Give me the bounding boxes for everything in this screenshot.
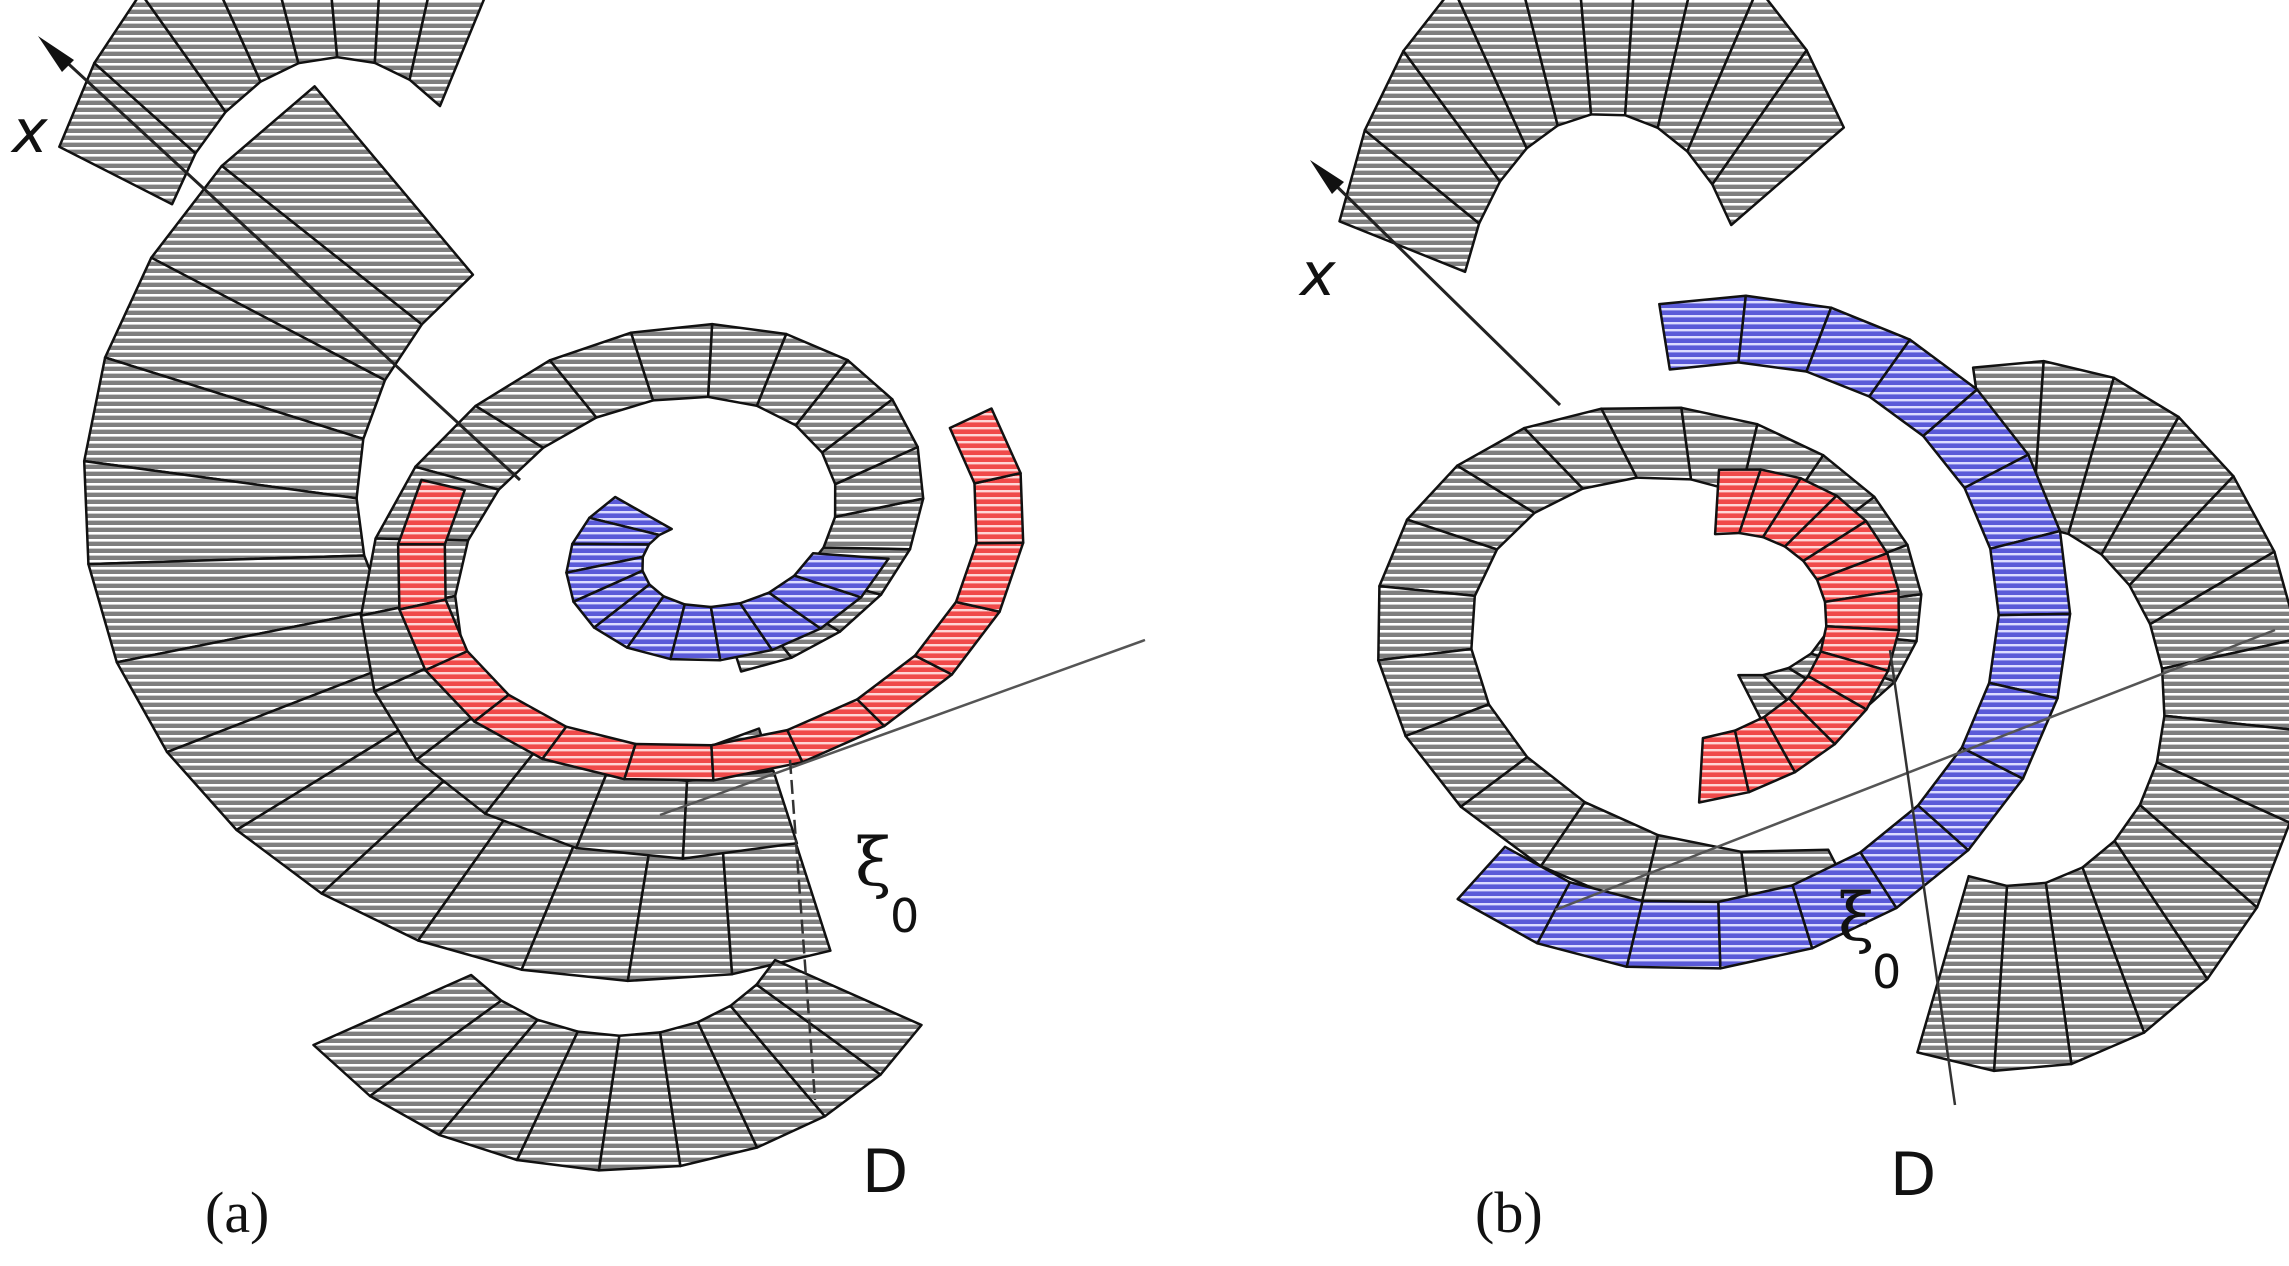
panel-a-red-band-segment <box>973 471 1025 545</box>
panel-b-d-line <box>1888 649 1957 1106</box>
panel-b-grey-flap-segment <box>1623 0 1690 130</box>
panel-a-grey-ring-segment <box>681 769 799 860</box>
panel-a-grey-flap-segment <box>144 0 262 114</box>
panel-a-center-hole <box>653 529 727 591</box>
panel-a-grey-flap-segment <box>330 0 380 65</box>
panel-b-center-hole <box>1594 573 1666 667</box>
panel-a-grey-flap-segment <box>222 0 300 83</box>
panel-b-transverse-line <box>1554 628 2276 912</box>
panel-b-xi-subscript: 0 <box>1872 945 1901 999</box>
panel-a-xi0-label: ξ 0 <box>855 824 919 943</box>
panel-a-red-band-segment <box>623 742 715 782</box>
panel-a-grey-flap-segment <box>408 0 486 108</box>
panel-a-transverse-line <box>659 638 1146 817</box>
panel-b-grey-flap-segment <box>1711 48 1846 227</box>
panel-b-grey-flap-segment <box>1457 0 1559 150</box>
panel-b-label: (b) <box>1475 1180 1543 1245</box>
panel-b-xi0-label: ξ 0 <box>1838 879 1901 999</box>
panel-b-grey-arm-segment <box>2155 714 2289 824</box>
panel-a-label: (a) <box>205 1180 269 1245</box>
panel-a-scroll-surface <box>58 0 1025 1172</box>
panel-b-x-axis <box>1316 166 1562 407</box>
panel-a-grey-flap-segment <box>373 0 429 81</box>
panel-b-grey-arm-segment <box>2148 550 2289 670</box>
panel-a-d-line <box>788 759 817 1101</box>
panel-b-x-axis-arrowhead-icon <box>1310 160 1344 194</box>
panel-a: x ξ 0 D (a) <box>10 0 1146 1245</box>
panel-a-grey-flap-segment <box>93 0 227 155</box>
panel-a-red-band-segment <box>954 541 1025 613</box>
panel-b-blue-band-segment <box>1456 845 1572 945</box>
panel-b-scroll-surface <box>1338 0 2289 1073</box>
panel-b-x-axis-label: x <box>1298 240 1336 310</box>
panel-a-x-axis-label: x <box>10 97 48 167</box>
panel-a-xi-symbol: ξ <box>855 824 891 901</box>
panel-b-grey-flap-segment <box>1579 0 1635 117</box>
panel-b-red-band-segment <box>1697 729 1751 804</box>
panel-b-blue-band-segment <box>1658 294 1748 371</box>
panel-b-grey-flap-segment <box>1656 0 1755 153</box>
panel-b-grey-arm-segment <box>1916 874 2009 1073</box>
panel-a-red-band-segment <box>396 543 447 611</box>
panel-a-grey-bottom-segment <box>755 958 923 1076</box>
panel-a-grey-flap-segment <box>280 0 339 65</box>
panel-a-xi-subscript: 0 <box>890 889 919 943</box>
panel-b-grey-flap-segment <box>1524 0 1593 127</box>
panel-b-grey-flap-segment <box>1402 0 1528 183</box>
panel-b-d-label: D <box>1890 1140 1936 1210</box>
panel-b-xi-symbol: ξ <box>1838 879 1874 956</box>
panel-a-d-label: D <box>862 1137 908 1207</box>
panel-a-blue-band-segment <box>793 551 890 599</box>
panel-a-x-axis-arrowhead-icon <box>38 36 74 72</box>
panel-a-x-axis <box>46 43 522 482</box>
panel-a-red-band-segment <box>948 407 1022 485</box>
panel-b: x ξ 0 D (b) <box>1298 0 2289 1245</box>
